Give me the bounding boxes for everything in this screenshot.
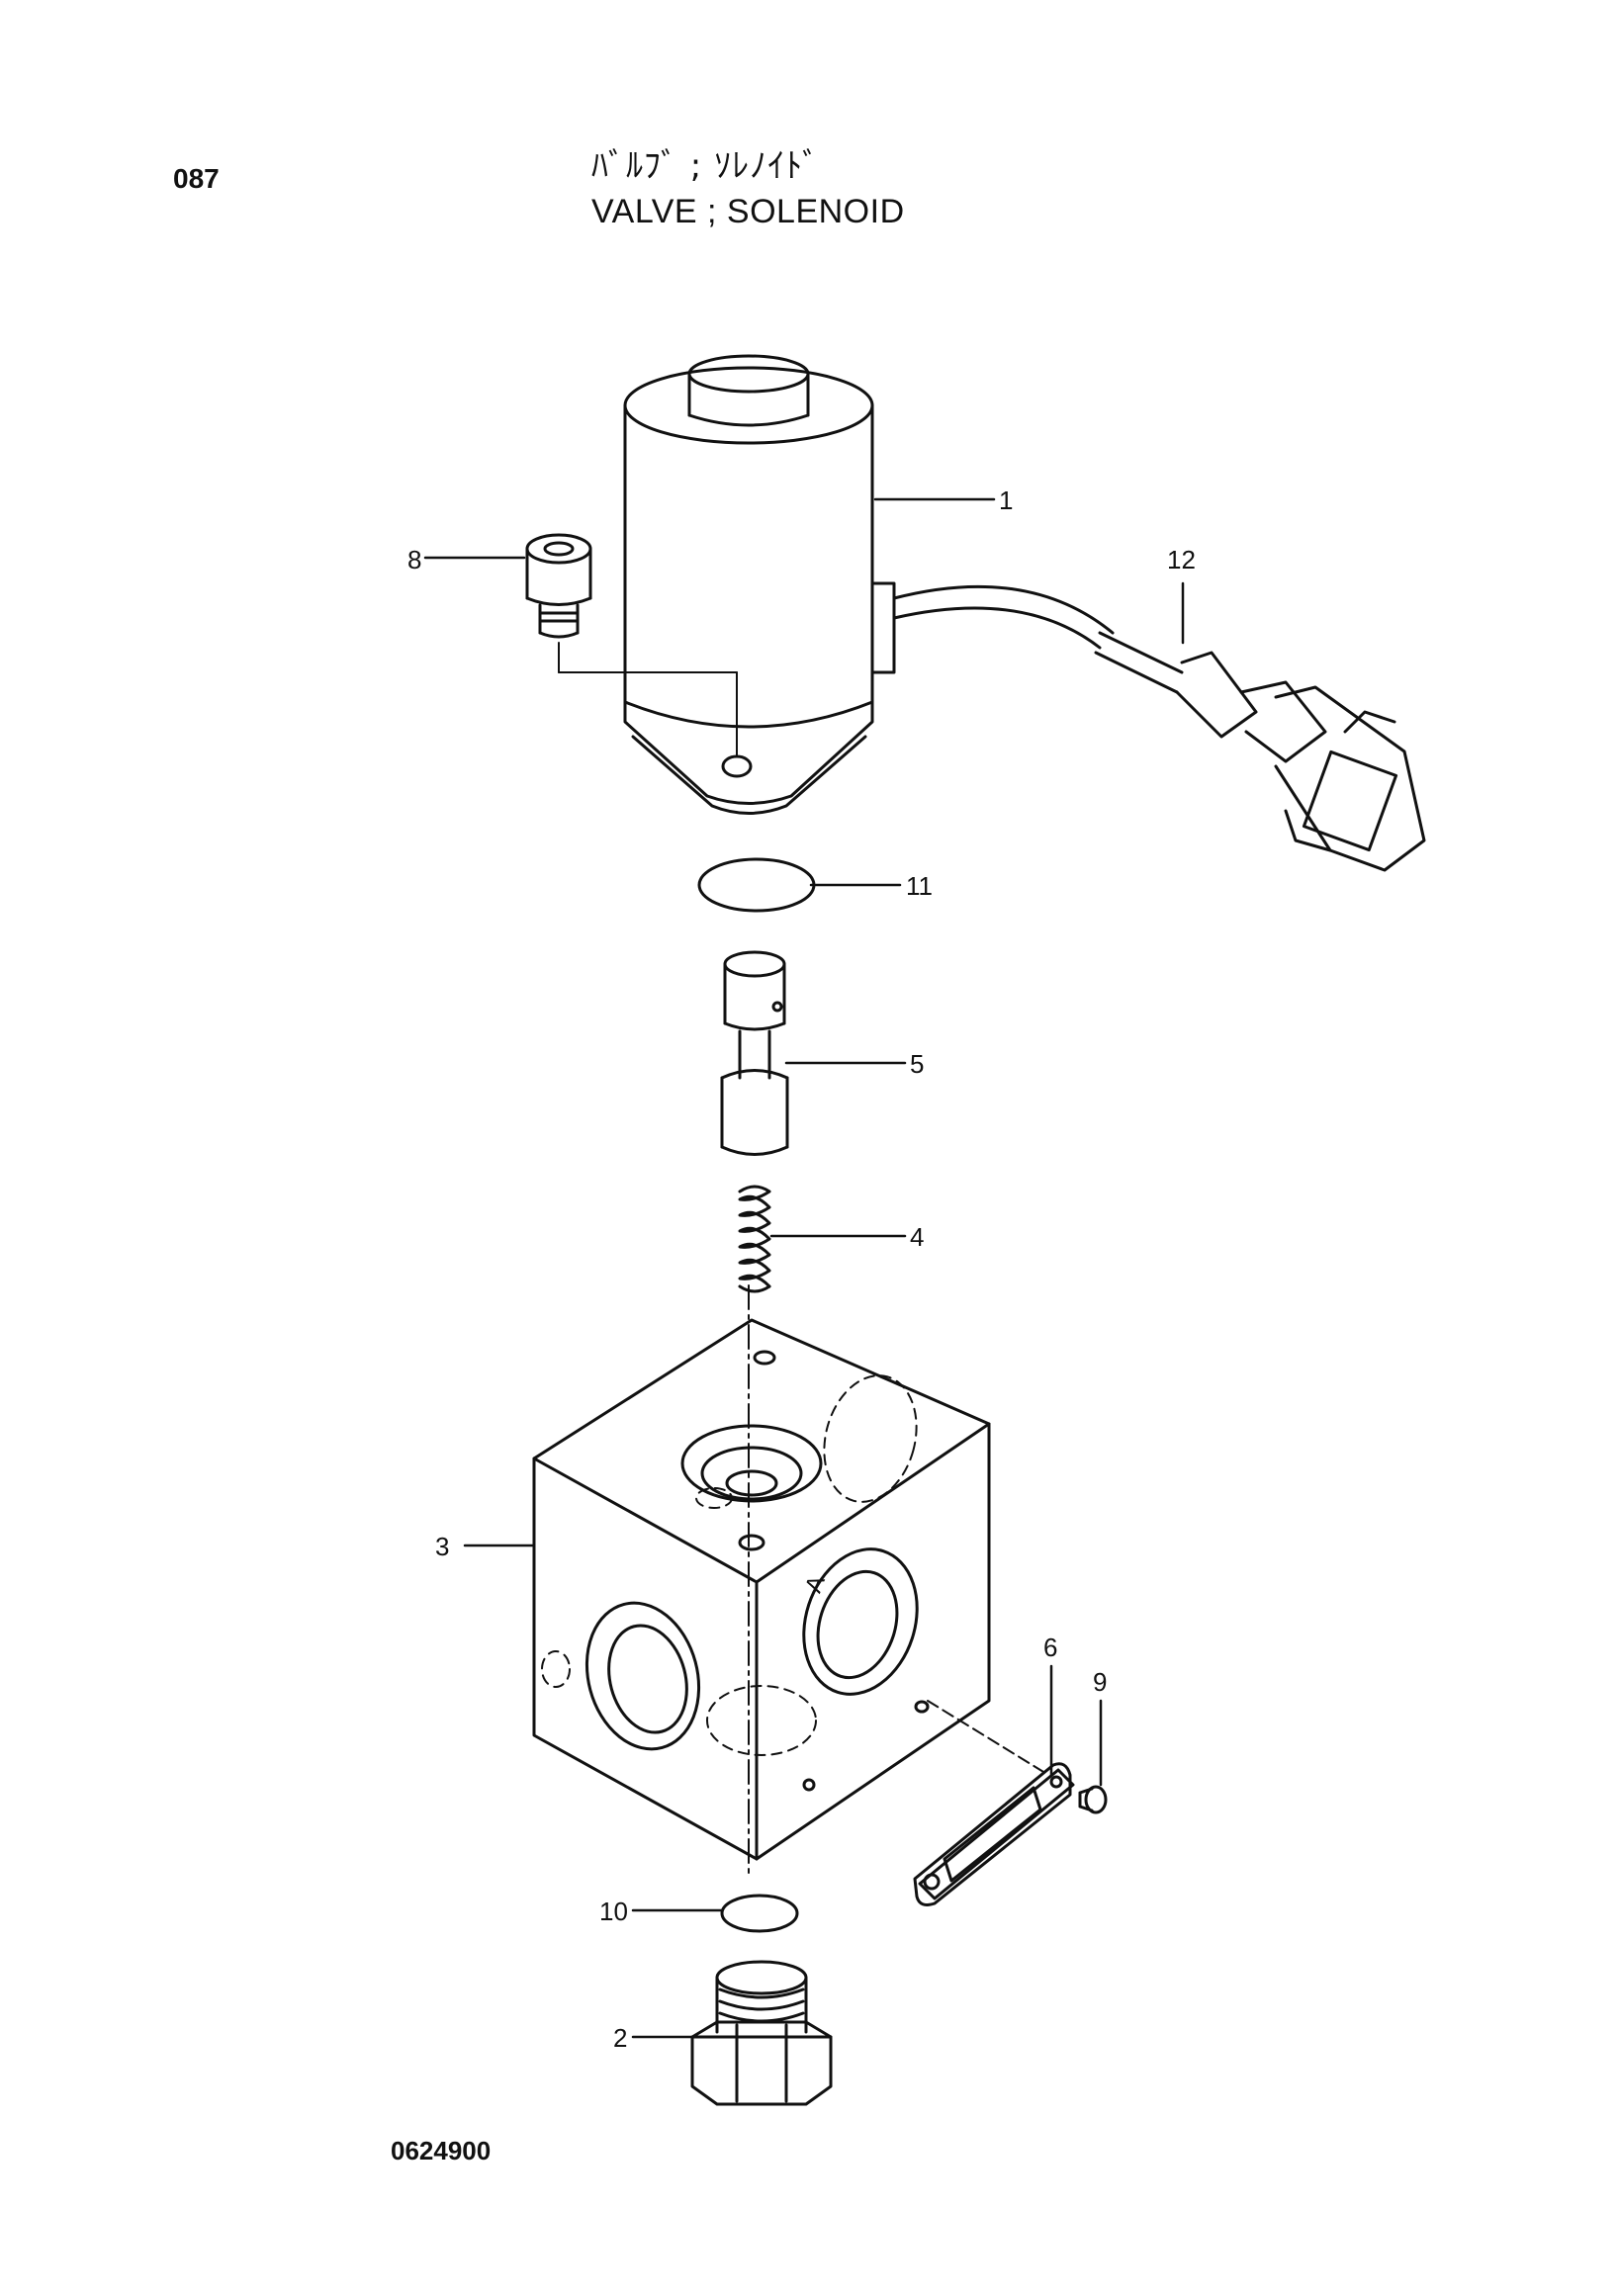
- port-a-label: A: [800, 1572, 831, 1596]
- callout-8: 8: [407, 545, 421, 574]
- callout-6: 6: [1043, 1633, 1057, 1662]
- drawing-number: 0624900: [391, 2136, 492, 2165]
- callout-2: 2: [613, 2023, 627, 2053]
- callout-5: 5: [910, 1049, 924, 1079]
- callout-1: 1: [999, 486, 1013, 515]
- callout-11: 11: [906, 871, 933, 901]
- callout-3: 3: [435, 1532, 449, 1561]
- callout-10: 10: [599, 1897, 628, 1926]
- harness-connector-part: [892, 584, 1426, 872]
- title-english: VALVE ; SOLENOID: [591, 193, 905, 230]
- callout-12: 12: [1167, 545, 1196, 574]
- spring-part: [738, 1185, 771, 1293]
- callout-9: 9: [1093, 1667, 1107, 1697]
- socket-screw-part: [525, 533, 592, 639]
- o-ring-upper-part: [697, 857, 816, 913]
- valve-body-part: [532, 1318, 991, 1861]
- name-plate-part: [913, 1762, 1075, 1906]
- title-block: ﾊﾞﾙﾌﾞ ; ｿﾚﾉｲﾄﾞ VALVE ; SOLENOID: [591, 138, 905, 231]
- page-number: 087: [173, 163, 220, 194]
- solenoid-coil-part: [623, 354, 896, 815]
- drive-screw-part: [1078, 1785, 1108, 1814]
- spool-part: [720, 950, 789, 1156]
- callout-4: 4: [910, 1222, 924, 1252]
- o-ring-lower-part: [720, 1894, 799, 1933]
- plug-part: [690, 1960, 833, 2106]
- title-japanese: ﾊﾞﾙﾌﾞ ; ｿﾚﾉｲﾄﾞ: [591, 146, 821, 186]
